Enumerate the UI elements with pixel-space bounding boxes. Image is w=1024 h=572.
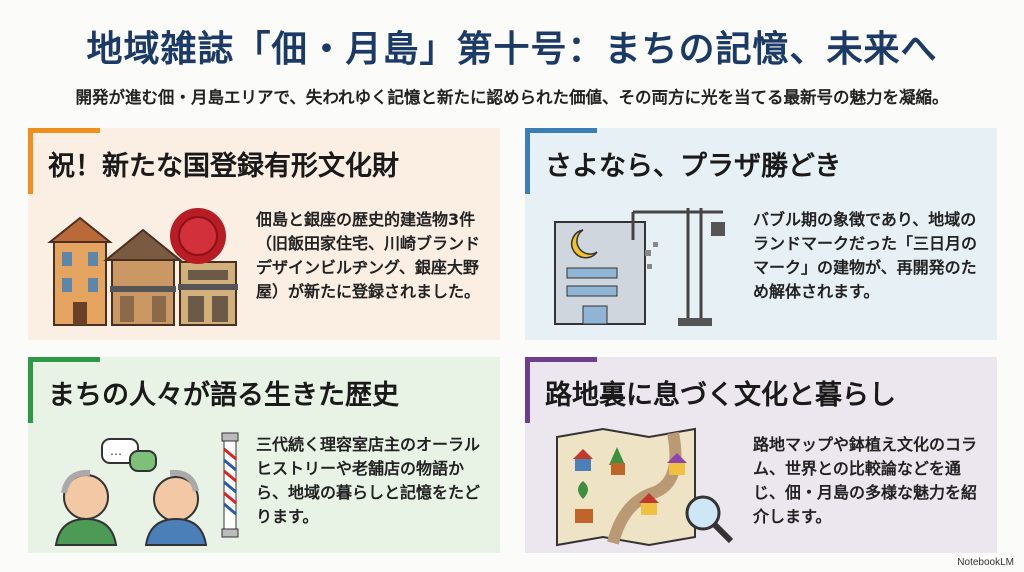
card-body: 佃島と銀座の歴史的建造物3件（旧飯田家住宅、川崎ブランドデザインビルヂング、銀座… [256,210,481,301]
accent-bracket [28,357,33,423]
svg-text:…: … [110,444,122,458]
accent-bracket [28,357,100,362]
card-living-history: まちの人々が語る生きた歴史 … 三代続く理容室店主のオーラルヒストリーや老舗店の… [28,357,500,553]
page-title: 地域雑誌「佃・月島」第十号：まちの記憶、未来へ [86,29,938,70]
accent-bracket [28,128,33,194]
page-subtitle: 開発が進む佃・月島エリアで、失われゆく記憶と新たに認められた価値、その両方に光を… [75,88,949,107]
map-magnifier-icon [556,427,734,547]
card-plaza-kachidoki: さよなら、プラザ勝どき バブル期の象徴であり、地域のランドマークだった「三日月の… [525,128,997,340]
building-crane-icon [554,208,725,326]
card-heading: 路地裏に息づく文化と暮らし [545,380,896,411]
card-cultural-property: 祝！新たな国登録有形文化財 佃島と銀座の歴史的建造物3件（旧飯田家住宅、川崎ブラ… [28,128,500,340]
accent-bracket [525,357,530,423]
card-heading: まちの人々が語る生きた歴史 [48,380,399,411]
elders-talking-icon: … [54,432,239,546]
card-body: 三代続く理容室店主のオーラルヒストリーや老舗店の物語から、地域の暮らしと記憶をた… [256,435,481,526]
accent-bracket [525,128,530,194]
card-heading: 祝！新たな国登録有形文化財 [48,151,399,182]
notebooklm-brand: NotebookLM [957,557,1014,568]
historic-buildings-icon [47,208,238,326]
accent-bracket [525,128,597,133]
card-body: バブル期の象徴であり、地域のランドマークだった「三日月のマーク」の建物が、再開発… [753,210,978,301]
card-body: 路地マップや鉢植え文化のコラム、世界との比較論などを通じ、佃・月島の多様な魅力を… [753,435,978,526]
accent-bracket [28,128,100,133]
card-alley-culture: 路地裏に息づく文化と暮らし 路地マップや鉢植え文化のコラム、世界との比較論などを… [525,357,997,553]
card-heading: さよなら、プラザ勝どき [545,151,842,182]
accent-bracket [525,357,597,362]
